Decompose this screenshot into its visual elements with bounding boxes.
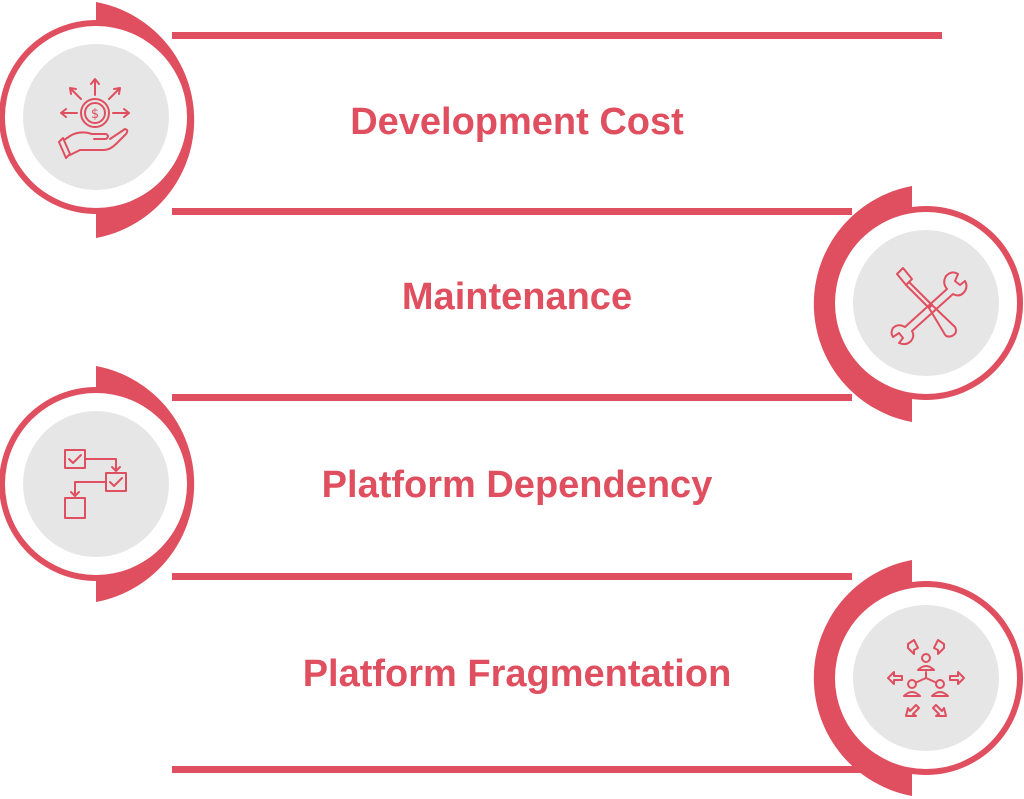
band-bottom-line bbox=[172, 573, 852, 580]
icon-disc bbox=[23, 411, 169, 557]
item-platform-dependency: Platform Dependency bbox=[0, 366, 852, 602]
item-maintenance: Maintenance bbox=[172, 186, 1023, 422]
band-bottom-line bbox=[172, 394, 852, 401]
icon-disc bbox=[853, 230, 999, 376]
network-users-icon bbox=[887, 639, 965, 717]
item-development-cost: $ Development Cost bbox=[0, 2, 942, 238]
workflow-checklist-icon bbox=[64, 449, 127, 519]
item-label: Platform Fragmentation bbox=[303, 653, 732, 695]
svg-text:$: $ bbox=[91, 107, 99, 122]
band-bottom-line bbox=[172, 208, 852, 215]
item-platform-fragmentation: Platform Fragmentation bbox=[172, 560, 1023, 796]
icon-disc bbox=[23, 44, 169, 190]
item-label: Maintenance bbox=[402, 276, 632, 318]
band-bottom-line bbox=[172, 766, 862, 773]
item-label: Platform Dependency bbox=[322, 464, 713, 506]
tools-icon bbox=[890, 267, 968, 346]
money-hand-icon: $ bbox=[58, 78, 130, 159]
item-label: Development Cost bbox=[350, 101, 684, 143]
band-top-line bbox=[172, 32, 942, 39]
